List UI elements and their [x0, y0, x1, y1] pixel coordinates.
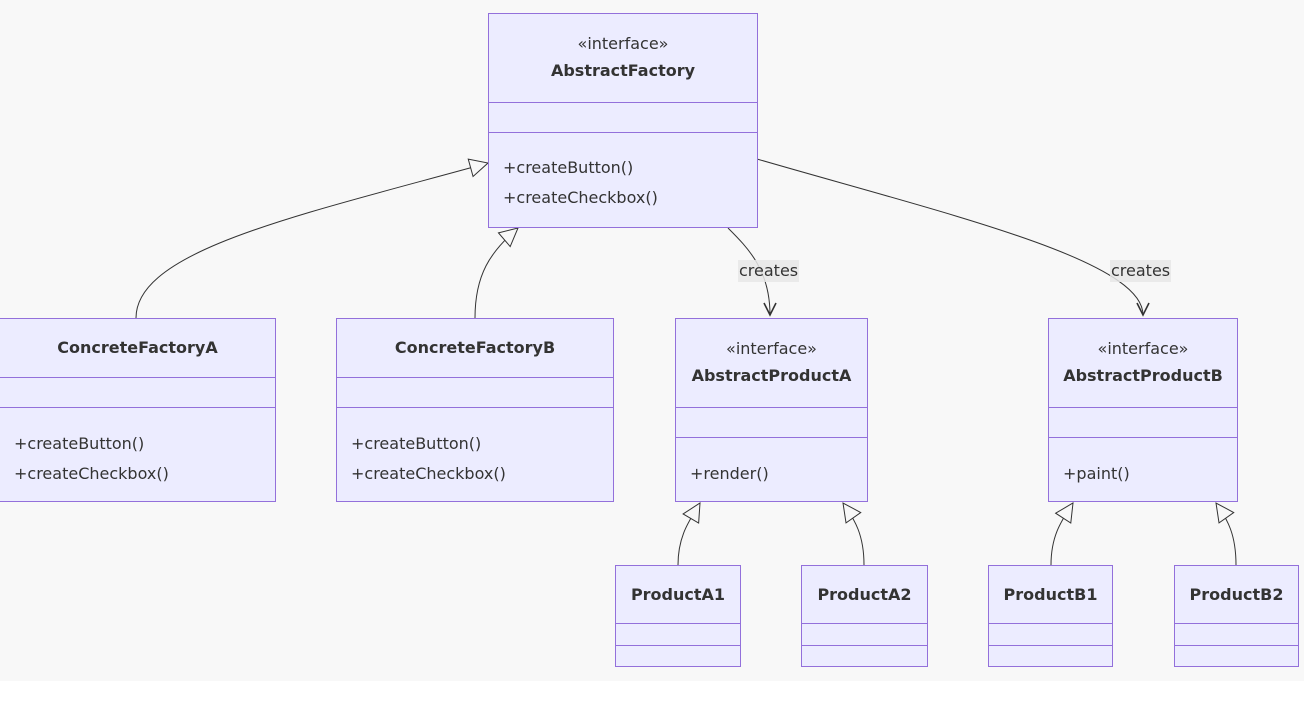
class-header: ProductA2: [802, 566, 927, 624]
edge-productb2-abstractproductb: [1216, 503, 1237, 566]
class-attributes: [337, 377, 613, 408]
method: +createButton(): [14, 434, 145, 453]
edge-label-creates-b: creates: [1110, 260, 1172, 282]
class-attributes: [616, 623, 740, 646]
class-stereotype: «interface»: [577, 34, 669, 53]
edge-concretefactoryb-abstractfactory: [474, 228, 518, 319]
class-methods: +paint(): [1049, 459, 1237, 501]
edge-label-creates-a: creates: [738, 260, 800, 282]
class-header: ProductA1: [616, 566, 740, 624]
class-name: ConcreteFactoryB: [394, 338, 556, 357]
class-name: AbstractProductB: [1063, 366, 1223, 385]
class-header: ConcreteFactoryA: [0, 319, 275, 378]
class-product-b1[interactable]: ProductB1: [988, 565, 1113, 667]
class-name: ProductA1: [630, 584, 726, 604]
class-header: «interface» AbstractProductB: [1049, 319, 1237, 408]
class-attributes: [1049, 407, 1237, 438]
method: +createCheckbox(): [503, 188, 658, 207]
class-name: ProductB2: [1189, 584, 1284, 604]
class-abstract-product-b[interactable]: «interface» AbstractProductB +paint(): [1048, 318, 1238, 502]
method: +createButton(): [351, 434, 482, 453]
class-name: ConcreteFactoryA: [57, 338, 218, 357]
class-methods: +createButton() +createCheckbox(): [489, 153, 757, 227]
class-stereotype: «interface»: [726, 339, 817, 358]
edge-abstractfactory-abstractproductb: [756, 158, 1150, 317]
method: +createButton(): [503, 158, 634, 177]
method: +createCheckbox(): [14, 464, 169, 483]
class-product-a1[interactable]: ProductA1: [615, 565, 741, 667]
edge-concretefactorya-abstractfactory: [135, 163, 488, 319]
class-product-a2[interactable]: ProductA2: [801, 565, 928, 667]
class-abstract-factory[interactable]: «interface» AbstractFactory +createButto…: [488, 13, 758, 228]
class-name: ProductB1: [1003, 584, 1098, 604]
class-stereotype: «interface»: [1097, 339, 1189, 358]
class-attributes: [802, 623, 927, 646]
class-methods: +render(): [676, 459, 867, 501]
class-attributes: [676, 407, 867, 438]
class-name: AbstractProductA: [691, 366, 852, 385]
method: +render(): [690, 464, 769, 483]
class-header: «interface» AbstractProductA: [676, 319, 867, 408]
class-header: ProductB2: [1175, 566, 1298, 624]
edge-producta1-abstractproducta: [677, 503, 700, 566]
edge-productb1-abstractproductb: [1050, 503, 1073, 566]
class-header: ConcreteFactoryB: [337, 319, 613, 378]
class-attributes: [1175, 623, 1298, 646]
class-abstract-product-a[interactable]: «interface» AbstractProductA +render(): [675, 318, 868, 502]
class-header: ProductB1: [989, 566, 1112, 624]
class-methods: +createButton() +createCheckbox(): [0, 429, 275, 501]
class-attributes: [989, 623, 1112, 646]
class-concrete-factory-a[interactable]: ConcreteFactoryA +createButton() +create…: [0, 318, 276, 502]
class-header: «interface» AbstractFactory: [489, 14, 757, 103]
method: +paint(): [1063, 464, 1130, 483]
edge-producta2-abstractproducta: [843, 503, 865, 566]
class-product-b2[interactable]: ProductB2: [1174, 565, 1299, 667]
class-name: ProductA2: [817, 584, 912, 604]
class-concrete-factory-b[interactable]: ConcreteFactoryB +createButton() +create…: [336, 318, 614, 502]
class-attributes: [0, 377, 275, 408]
class-attributes: [489, 102, 757, 133]
method: +createCheckbox(): [351, 464, 506, 483]
class-name: AbstractFactory: [550, 61, 696, 80]
class-methods: +createButton() +createCheckbox(): [337, 429, 613, 501]
